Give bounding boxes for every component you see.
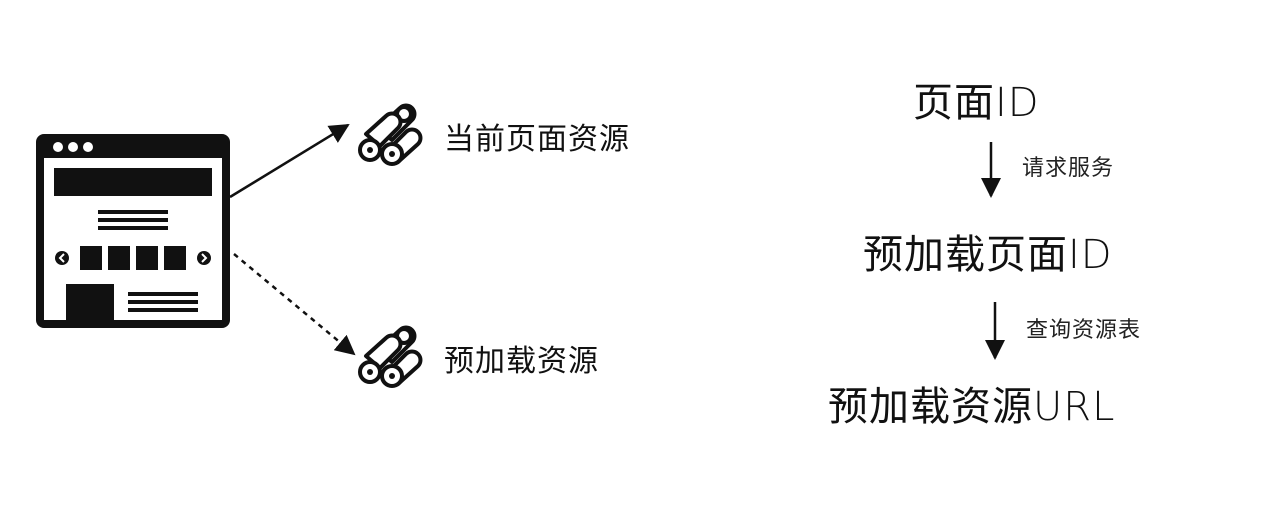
webpage-icon — [36, 134, 230, 328]
logs-icon — [358, 103, 423, 166]
arrow-to-current-resources — [229, 123, 350, 199]
dashed-arrow-to-preload-resources — [233, 253, 356, 356]
page-id-node: 页面ID — [913, 80, 1040, 126]
logs-icon — [358, 325, 423, 388]
current-resources-label: 当前页面资源 — [444, 122, 630, 157]
step-request-service-label: 请求服务 — [1022, 156, 1115, 181]
preload-resources-label: 预加载资源 — [444, 344, 599, 379]
step-query-resource-table-label: 查询资源表 — [1026, 318, 1142, 343]
preload-page-id-node: 预加载页面ID — [863, 232, 1113, 278]
preload-resource-url-node: 预加载资源URL — [828, 384, 1116, 430]
